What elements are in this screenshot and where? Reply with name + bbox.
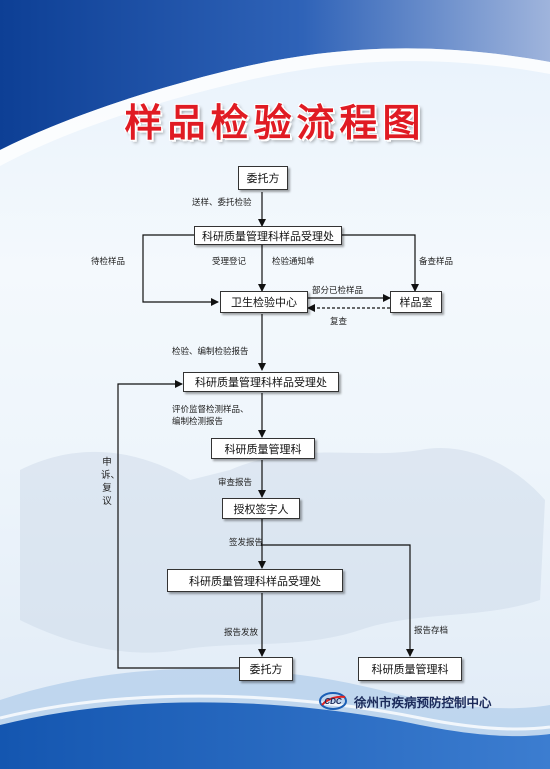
qa-dept-box: 科研质量管理科 bbox=[211, 438, 315, 459]
signatory-box: 授权签字人 bbox=[222, 498, 300, 519]
organization-logo: CDC 徐州市疾病预防控制中心 bbox=[318, 690, 492, 712]
lab-center-box: 卫生检验中心 bbox=[220, 291, 308, 313]
label-report-delivery: 报告发放 bbox=[224, 628, 259, 638]
label-recheck: 复查 bbox=[330, 317, 348, 327]
label-appeal: 申诉、复议 bbox=[101, 457, 121, 507]
label-notice: 检验通知单 bbox=[272, 257, 315, 267]
label-register: 受理登记 bbox=[212, 257, 247, 267]
cdc-logo-icon: CDC bbox=[319, 692, 347, 710]
label-send-sample: 送样、委托检验 bbox=[192, 198, 252, 208]
sample-office-box-1: 科研质量管理科样品受理处 bbox=[194, 226, 342, 245]
qa-dept-archive-box: 科研质量管理科 bbox=[358, 657, 462, 681]
page-title: 样品检验流程图 bbox=[124, 101, 426, 145]
logo-text: CDC bbox=[324, 697, 342, 706]
client-bottom-box: 委托方 bbox=[239, 657, 293, 681]
label-issue-report: 签发报告 bbox=[229, 538, 264, 548]
label-review-report: 审查报告 bbox=[218, 478, 253, 488]
client-top-box: 委托方 bbox=[238, 166, 288, 190]
sample-office-box-3: 科研质量管理科样品受理处 bbox=[167, 569, 343, 592]
label-evaluate: 评价监督检测样品、 编制检测报告 bbox=[172, 405, 249, 427]
label-report-archive: 报告存档 bbox=[414, 626, 449, 636]
organization-name: 徐州市疾病预防控制中心 bbox=[354, 694, 492, 710]
sample-room-box: 样品室 bbox=[390, 291, 442, 313]
label-backup-sample: 备查样品 bbox=[419, 257, 454, 267]
label-inspect-report: 检验、编制检验报告 bbox=[172, 347, 249, 357]
sample-office-box-2: 科研质量管理科样品受理处 bbox=[183, 372, 339, 392]
label-pending-sample: 待检样品 bbox=[91, 257, 126, 267]
label-partial-tested: 部分已检样品 bbox=[312, 286, 364, 296]
